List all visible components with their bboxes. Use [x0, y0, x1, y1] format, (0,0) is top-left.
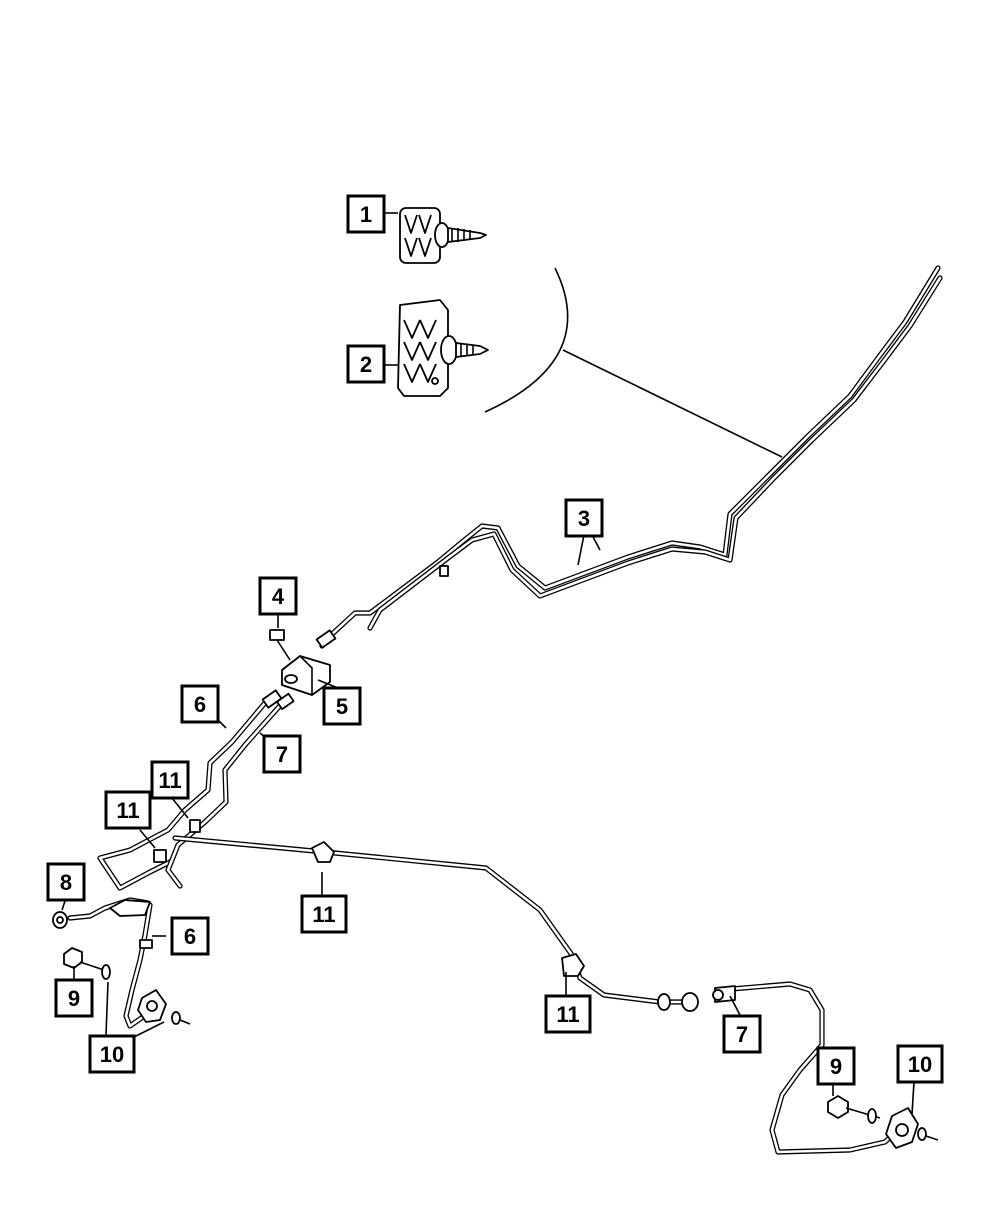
callout-number: 9 — [830, 1054, 842, 1079]
callout-11-d: 11 — [544, 994, 592, 1034]
callout-box — [258, 576, 298, 616]
callout-box — [544, 994, 592, 1034]
callout-box — [180, 684, 220, 724]
clip-part-2 — [397, 299, 489, 397]
callout-number: 7 — [736, 1022, 748, 1047]
callout-number: 3 — [578, 506, 590, 531]
callout-number: 4 — [272, 584, 285, 609]
brake-tube-left-pair — [97, 694, 288, 891]
callout-box — [322, 686, 362, 726]
callout-number: 1 — [360, 202, 372, 227]
tube-nuts — [261, 629, 337, 711]
callout-labels: 1 2 3 4 5 6 7 11 11 8 6 11 9 10 11 7 9 10 — [46, 194, 944, 1086]
callout-number: 9 — [68, 986, 80, 1011]
callout-box — [104, 790, 152, 830]
callout-number: 5 — [336, 694, 348, 719]
bracket-left — [109, 899, 153, 949]
bolt-part-9-left — [63, 947, 111, 980]
clip-part-1 — [399, 207, 487, 264]
callout-3: 3 — [564, 498, 604, 538]
callout-number: 10 — [908, 1052, 932, 1077]
brake-tube-long-right — [172, 835, 693, 1005]
callout-11-a: 11 — [150, 760, 190, 800]
callout-5: 5 — [322, 686, 362, 726]
callout-box — [346, 194, 386, 234]
callout-6-upper: 6 — [180, 684, 220, 724]
banjo-part-10-right — [885, 1107, 919, 1149]
callout-7-upper: 7 — [262, 734, 302, 774]
callout-number: 6 — [194, 692, 206, 717]
callout-number: 7 — [276, 742, 288, 767]
callout-8: 8 — [46, 862, 86, 902]
callout-number: 11 — [312, 902, 335, 927]
callout-box — [262, 734, 302, 774]
callout-10-right: 10 — [896, 1044, 944, 1084]
callout-number: 8 — [60, 870, 72, 895]
callout-number: 11 — [556, 1002, 579, 1027]
callout-box — [722, 1014, 762, 1054]
banjo-part-10-left — [137, 989, 191, 1025]
callout-number: 6 — [184, 924, 196, 949]
callout-box — [54, 978, 94, 1018]
brake-tube-main — [319, 265, 943, 649]
callout-1: 1 — [346, 194, 386, 234]
callout-7-lower: 7 — [722, 1014, 762, 1054]
callout-box — [564, 498, 604, 538]
callout-box — [170, 916, 210, 956]
callout-9-right: 9 — [816, 1046, 856, 1086]
callout-11-b: 11 — [104, 790, 152, 830]
bolt-part-4 — [269, 629, 291, 661]
callout-box — [346, 344, 386, 384]
detail-view-indicator — [484, 267, 783, 458]
line-clips — [153, 565, 585, 977]
callout-box — [88, 1034, 136, 1074]
junction-block-part-5 — [281, 655, 331, 696]
callout-2: 2 — [346, 344, 386, 384]
callout-box — [150, 760, 190, 800]
callout-box — [896, 1044, 944, 1084]
callout-number: 10 — [100, 1042, 124, 1067]
hose-bracket-right — [657, 985, 736, 1012]
callout-6-lower: 6 — [170, 916, 210, 956]
callout-box — [46, 862, 86, 902]
bolt-part-9-right — [827, 1095, 939, 1141]
callout-10-left: 10 — [88, 1034, 136, 1074]
callout-11-c: 11 — [300, 894, 348, 934]
fitting-part-8 — [52, 911, 68, 929]
callout-leaders — [61, 212, 915, 1115]
callout-number: 11 — [158, 768, 181, 793]
callout-9-left: 9 — [54, 978, 94, 1018]
callout-number: 11 — [116, 798, 139, 823]
callout-box — [816, 1046, 856, 1086]
callout-number: 2 — [360, 352, 372, 377]
callout-4: 4 — [258, 576, 298, 616]
callout-box — [300, 894, 348, 934]
brake-hose-right — [717, 981, 903, 1155]
